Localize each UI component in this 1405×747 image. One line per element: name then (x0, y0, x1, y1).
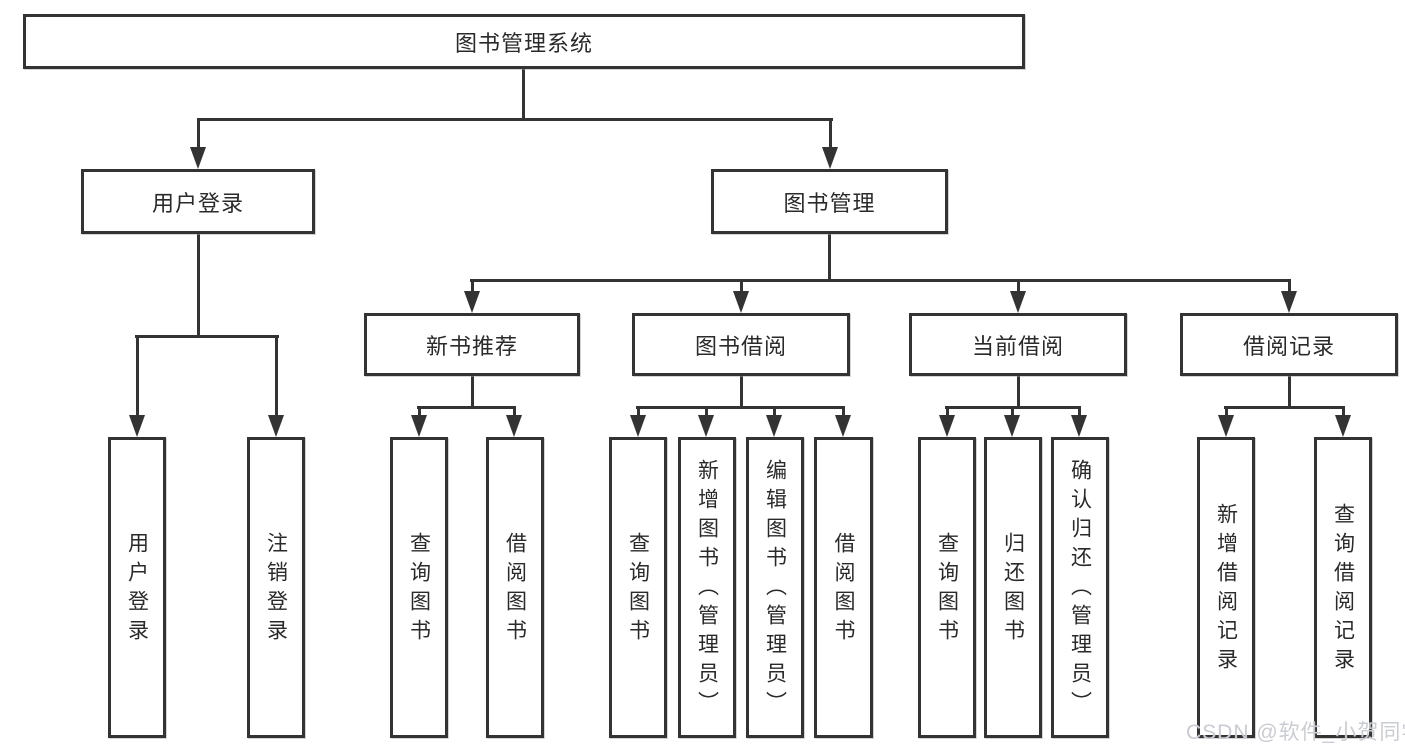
connector-stem (1225, 406, 1228, 415)
node-book-management-system: 图书管理系统 (23, 14, 1025, 69)
arrow-down-icon (129, 415, 145, 437)
connector-stem (275, 335, 278, 415)
connector-hline (636, 406, 845, 409)
leaf-add-books-admin: 新增图书（管理员） (678, 437, 736, 738)
arrow-down-icon (1335, 415, 1351, 437)
connector-root-hline (197, 118, 833, 121)
leaf-user-login: 用户登录 (108, 437, 166, 738)
connector-stem (946, 406, 949, 415)
connector-vline (1288, 376, 1291, 406)
connector-stem (740, 279, 743, 291)
arrow-down-icon (190, 147, 206, 169)
node-book-borrow: 图书借阅 (632, 313, 850, 376)
leaf-query-borrow-record: 查询借阅记录 (1314, 437, 1372, 738)
connector-book-mgmt-vline (828, 234, 831, 279)
leaf-confirm-return-admin: 确认归还（管理员） (1051, 437, 1109, 738)
arrow-down-icon (1010, 291, 1026, 313)
connector-hline (417, 406, 516, 409)
leaf-logout: 注销登录 (247, 437, 305, 738)
node-borrow-records: 借阅记录 (1180, 313, 1398, 376)
arrow-down-icon (733, 291, 749, 313)
connector-stem (471, 279, 474, 291)
leaf-query-books-current: 查询图书 (918, 437, 976, 738)
arrow-down-icon (766, 415, 782, 437)
connector-stem (513, 406, 516, 415)
leaf-edit-books-admin: 编辑图书（管理员） (746, 437, 804, 738)
connector-vline (1017, 376, 1020, 406)
node-book-management: 图书管理 (711, 169, 948, 234)
arrow-down-icon (1004, 415, 1020, 437)
leaf-query-books-recommend: 查询图书 (390, 437, 448, 738)
connector-stem (773, 406, 776, 415)
arrow-down-icon (822, 147, 838, 169)
connector-book-mgmt-hline (470, 279, 1291, 282)
node-current-borrow: 当前借阅 (909, 313, 1127, 376)
arrow-down-icon (1071, 415, 1087, 437)
connector-stem (705, 406, 708, 415)
arrow-down-icon (630, 415, 646, 437)
node-new-book-recommend: 新书推荐 (364, 313, 580, 376)
arrow-down-icon (835, 415, 851, 437)
connector-stem (418, 406, 421, 415)
connector-vline (471, 376, 474, 406)
arrow-down-icon (411, 415, 427, 437)
connector-stem (1288, 279, 1291, 291)
connector-root-left-stem (197, 118, 200, 147)
arrow-down-icon (939, 415, 955, 437)
connector-stem (1078, 406, 1081, 415)
arrow-down-icon (464, 291, 480, 313)
leaf-return-books: 归还图书 (984, 437, 1042, 738)
connector-stem (637, 406, 640, 415)
connector-stem (1342, 406, 1345, 415)
arrow-down-icon (698, 415, 714, 437)
arrow-down-icon (1281, 291, 1297, 313)
csdn-watermark: CSDN @软件_小贺同学 (1186, 721, 1405, 744)
arrow-down-icon (506, 415, 522, 437)
connector-stem (136, 335, 139, 415)
node-user-login: 用户登录 (81, 169, 315, 234)
connector-root-right-stem (829, 118, 832, 147)
connector-stem (842, 406, 845, 415)
connector-vline (740, 376, 743, 406)
leaf-query-books-borrow: 查询图书 (609, 437, 667, 738)
arrow-down-icon (1218, 415, 1234, 437)
arrow-down-icon (268, 415, 284, 437)
connector-user-login-vline (197, 234, 200, 335)
connector-hline (1224, 406, 1345, 409)
connector-stem (1017, 279, 1020, 291)
leaf-add-borrow-record: 新增借阅记录 (1197, 437, 1255, 738)
connector-user-login-hline (135, 335, 279, 338)
connector-stem (1011, 406, 1014, 415)
leaf-borrow-books-recommend: 借阅图书 (486, 437, 544, 738)
leaf-borrow-books: 借阅图书 (814, 437, 873, 738)
connector-root-vline (522, 69, 525, 118)
